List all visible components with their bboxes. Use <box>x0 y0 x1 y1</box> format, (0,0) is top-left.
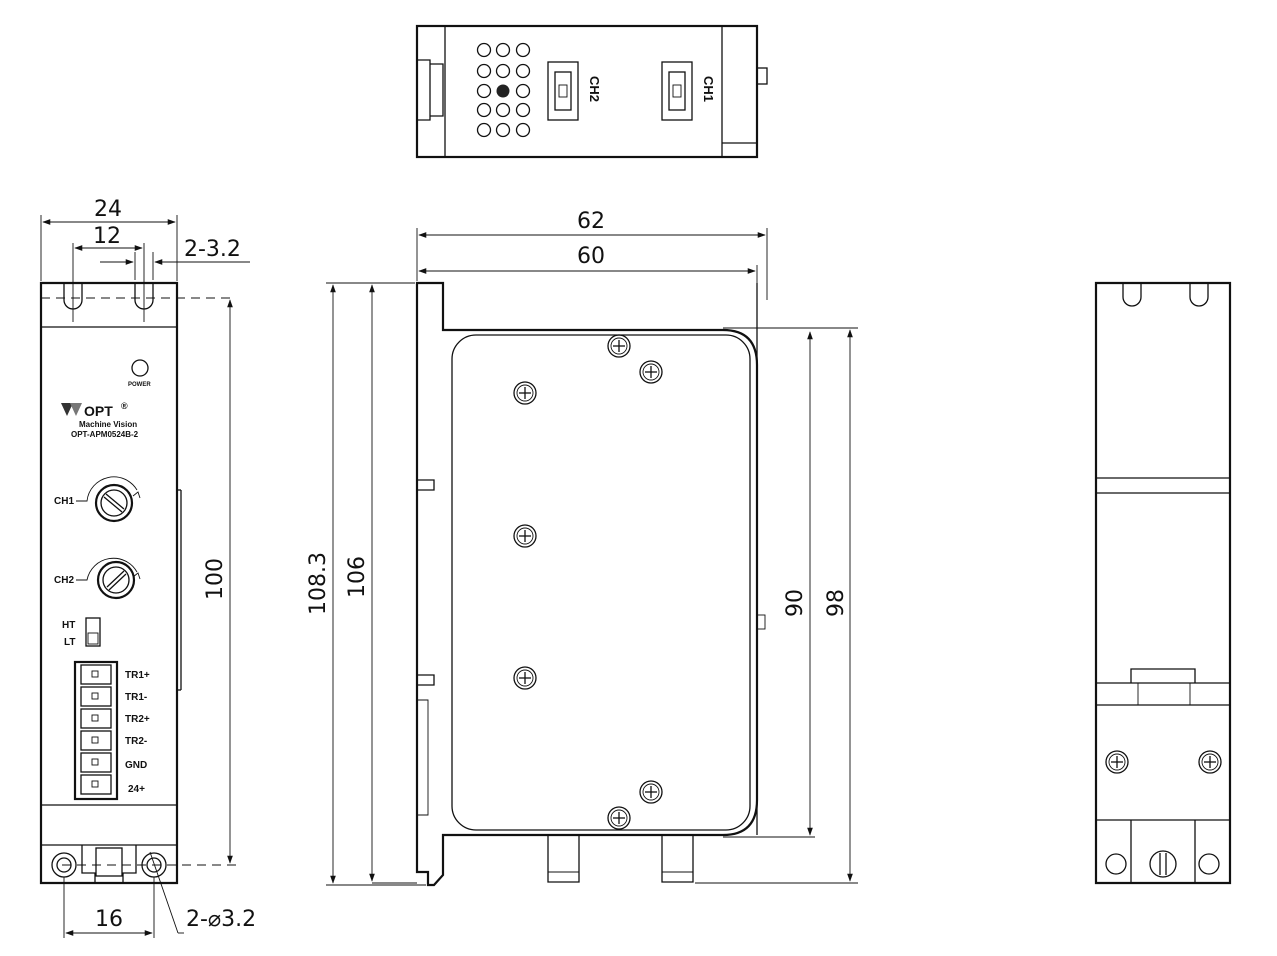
screw-icon <box>513 666 537 690</box>
terminal-label: GND <box>125 760 147 771</box>
registered-mark: ® <box>121 401 128 411</box>
rear-view <box>1094 281 1232 885</box>
screw-icon <box>607 334 631 358</box>
screw-icon <box>513 524 537 548</box>
mount-hole <box>1198 853 1220 875</box>
terminal-label: 24+ <box>128 784 145 795</box>
power-label: POWER <box>128 382 151 388</box>
terminal-label: TR1+ <box>125 670 150 681</box>
model-number: OPT-APM0524B-2 <box>71 430 139 439</box>
ch1-knob[interactable] <box>94 483 134 523</box>
ch2-knob[interactable] <box>96 560 136 600</box>
dim-12: 12 <box>93 224 121 249</box>
screw-icon <box>639 780 663 804</box>
opt-logo-icon <box>61 403 82 416</box>
side-view: 62 60 108.3 106 90 98 <box>306 209 858 887</box>
tagline: Machine Vision <box>79 420 137 429</box>
screw-icon <box>639 360 663 384</box>
side-dimensions <box>326 228 858 886</box>
front-view: POWER OPT ® Machine Vision OPT-APM0524B-… <box>39 197 256 938</box>
top-view: CH2 CH1 <box>415 24 768 159</box>
bottom-mount <box>51 845 167 883</box>
power-led <box>131 359 149 377</box>
ht-lt-switch[interactable] <box>85 617 101 647</box>
ch2-connector <box>547 61 579 121</box>
dim-98: 98 <box>824 589 849 617</box>
dim-slot: 2-3.2 <box>184 237 241 262</box>
slotted-screw-icon <box>1149 850 1177 878</box>
terminal-block <box>73 660 119 801</box>
bottom-connectors <box>547 835 694 883</box>
dim-60: 60 <box>577 244 605 269</box>
screw-icon <box>1105 750 1129 774</box>
dim-16: 16 <box>95 907 123 932</box>
front-dimensions <box>40 215 250 938</box>
dim-106: 106 <box>345 556 370 598</box>
dim-24: 24 <box>94 197 122 222</box>
mounting-slot <box>63 283 154 310</box>
screw-icon <box>513 381 537 405</box>
top-ch1-label: CH1 <box>701 76 716 102</box>
ht-label: HT <box>62 620 75 631</box>
terminal-label: TR1- <box>125 692 147 703</box>
terminal-label: TR2- <box>125 736 147 747</box>
dim-hole: 2-⌀3.2 <box>186 907 256 932</box>
dim-108-3: 108.3 <box>306 552 331 615</box>
dim-90: 90 <box>783 589 808 617</box>
terminal-label: TR2+ <box>125 714 150 725</box>
top-ch2-label: CH2 <box>587 76 602 102</box>
screw-icon <box>607 806 631 830</box>
ch2-label: CH2 <box>54 575 74 586</box>
lt-label: LT <box>64 637 75 648</box>
ch1-label: CH1 <box>54 496 74 507</box>
dim-100: 100 <box>203 558 228 600</box>
brand-name: OPT <box>84 403 113 419</box>
mount-hole <box>1105 853 1127 875</box>
vent-holes <box>476 42 531 138</box>
screw-icon <box>1198 750 1222 774</box>
dim-62: 62 <box>577 209 605 234</box>
ch1-connector <box>661 61 693 121</box>
